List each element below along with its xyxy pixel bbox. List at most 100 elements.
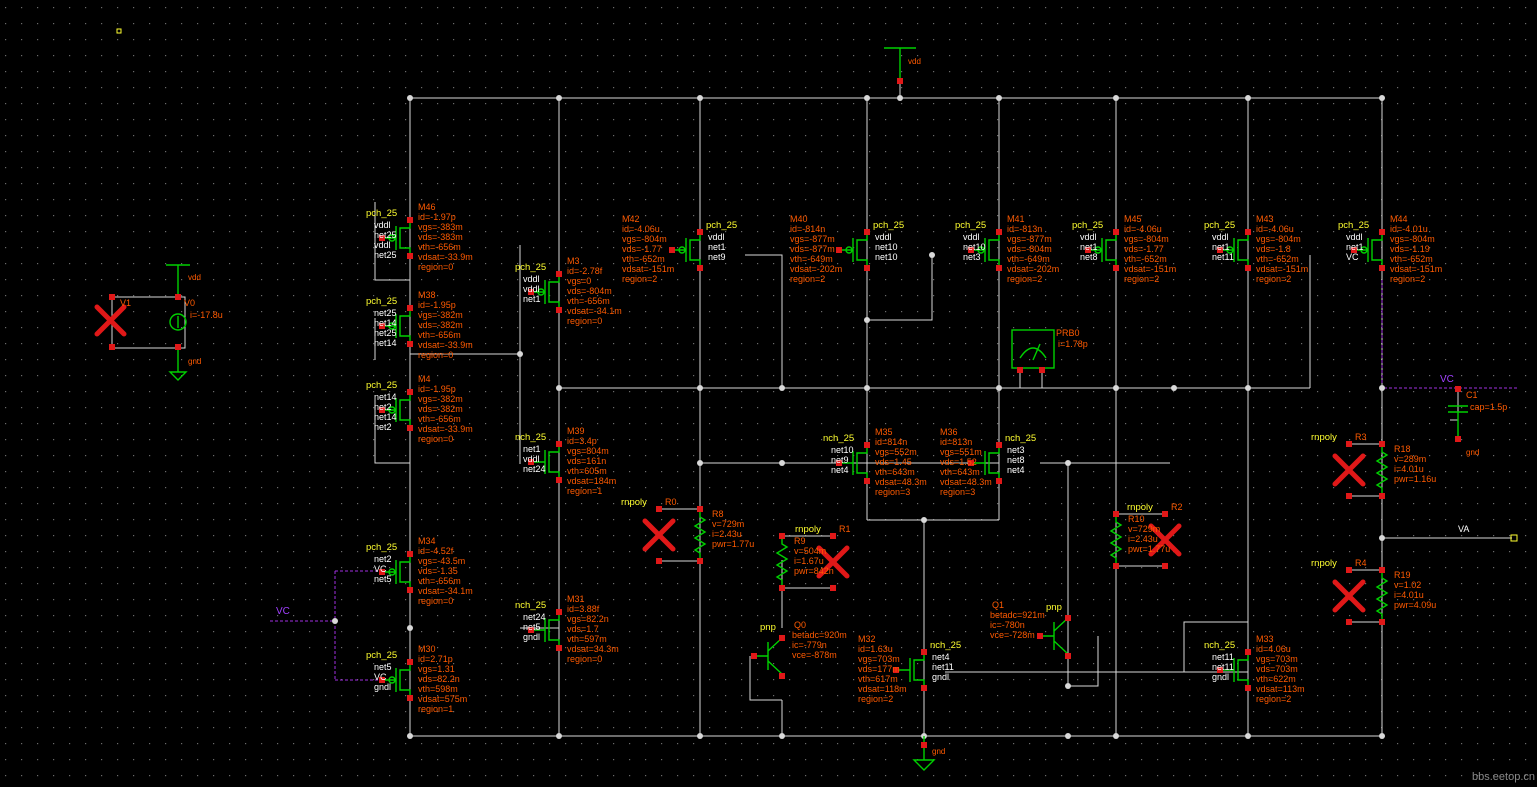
pin-M38-3: net14 — [374, 338, 397, 348]
origin-marker — [116, 28, 122, 34]
pin-M34-2: net5 — [374, 574, 392, 584]
param-M34-5: region=0 — [418, 596, 453, 606]
param-M46-1: vgs=-383m — [418, 222, 463, 232]
param-M41-5: region=2 — [1007, 274, 1042, 284]
pin-M41-0: vddl — [963, 232, 980, 242]
cell-M44: pch_25 — [1338, 220, 1369, 231]
transistor-M36[interactable]: nch_25M36net3net8net4id=813nvgs=551mvds=… — [940, 427, 1036, 497]
capacitor-C1[interactable]: C1 cap=1.5p gnd — [1448, 386, 1507, 457]
transistor-M44[interactable]: pch_25M44vddlnet1VCid=-4.01uvgs=-804mvds… — [1338, 214, 1442, 284]
name-M31: M31 — [567, 594, 585, 604]
param-M32-0: id=1.63u — [858, 644, 893, 654]
cell-R2: rnpoly — [1127, 502, 1153, 513]
transistor-M30[interactable]: pch_25M30net5VCgndlid=2.71pvgs=1.31vds=8… — [366, 644, 467, 714]
param-M4-2: vds=-382m — [418, 404, 463, 414]
pin-M45-2: net8 — [1080, 252, 1098, 262]
cell-M43: pch_25 — [1204, 220, 1235, 231]
transistor-M39[interactable]: nch_25M39net1vddlnet24id=3.4pvgs=804mvds… — [515, 426, 616, 496]
param-M41-1: vgs=-877m — [1007, 234, 1052, 244]
name-M43: M43 — [1256, 214, 1274, 224]
param-Q1-1: ic=-780n — [990, 620, 1025, 630]
param-M32-3: vth=617m — [858, 674, 898, 684]
vdd-symbol[interactable]: vdd — [884, 47, 921, 84]
param-M34-1: vgs=-43.5m — [418, 556, 465, 566]
pin-M35-2: net4 — [831, 465, 849, 475]
pin-M4-3: net2 — [374, 422, 392, 432]
param-R4-0: v=1.02 — [1394, 580, 1421, 590]
transistor-M40[interactable]: pch_25M40vddlnet10net10id=-814nvgs=-877m… — [790, 214, 904, 284]
name-M36: M36 — [940, 427, 958, 437]
param-M36-5: region=3 — [940, 487, 975, 497]
transistor-M46[interactable]: pch_25M46vddlnet25vddlnet25id=-1.97pvgs=… — [366, 202, 473, 272]
param-M38-3: vth=-656m — [418, 330, 461, 340]
param-M35-1: vgs=552m — [875, 447, 917, 457]
pin-M30-1: VC — [374, 672, 387, 682]
transistor-M31[interactable]: nch_25M31net24net5gndlid=3.88fvgs=82.2nv… — [515, 594, 619, 664]
gnd-symbol[interactable]: gnd — [912, 736, 945, 771]
param-R4-2: pwr=4.09u — [1394, 600, 1436, 610]
transistor-M43[interactable]: pch_25M43vddlnet1net11id=-4.06uvgs=-804m… — [1204, 214, 1308, 284]
param-M3-5: region=0 — [567, 316, 602, 326]
param-M40-4: vdsat=-202m — [790, 264, 842, 274]
param-M38-1: vgs=-382m — [418, 310, 463, 320]
pin-M42-2: net9 — [708, 252, 726, 262]
name-M38: M38 — [418, 290, 436, 300]
cell-R4: rnpoly — [1311, 558, 1337, 569]
probe-PRB0[interactable]: PRB0 i=1.78p — [1011, 328, 1088, 373]
param-M32-4: vdsat=118m — [858, 684, 907, 694]
svg-text:gnd: gnd — [932, 747, 945, 756]
va-pin[interactable] — [1510, 534, 1518, 542]
param-M33-2: vds=703m — [1256, 664, 1298, 674]
param-M43-3: vth=-652m — [1256, 254, 1299, 264]
param-M42-5: region=2 — [622, 274, 657, 284]
param-M42-4: vdsat=-151m — [622, 264, 674, 274]
transistor-M4[interactable]: pch_25M4net14net2net14net2id=-1.95pvgs=-… — [366, 374, 473, 444]
transistor-M34[interactable]: pch_25M34net2VCnet5id=-4.52fvgs=-43.5mvd… — [366, 536, 473, 606]
pin-M41-1: net10 — [963, 242, 986, 252]
cell-M34: pch_25 — [366, 542, 397, 553]
cell-M36: nch_25 — [1005, 433, 1036, 444]
pin-M31-0: net24 — [523, 612, 546, 622]
transistor-M38[interactable]: pch_25M38net25net14net25net14id=-1.95pvg… — [366, 290, 473, 360]
pin-M38-1: net14 — [374, 318, 397, 328]
transistor-M33[interactable]: nch_25M33net11net11gndlid=4.06uvgs=703mv… — [1204, 634, 1305, 704]
transistor-M45[interactable]: pch_25M45vddlnet1net8id=-4.06uvgs=-804mv… — [1072, 214, 1176, 284]
pin-M3-1: vddl — [523, 284, 540, 294]
pin-M4-0: net14 — [374, 392, 397, 402]
svg-text:PRB0: PRB0 — [1056, 328, 1080, 338]
param-M43-1: vgs=-804m — [1256, 234, 1301, 244]
name-Q1: Q1 — [992, 600, 1004, 610]
param-M45-5: region=2 — [1124, 274, 1159, 284]
param-M38-5: region=0 — [418, 350, 453, 360]
transistor-M42[interactable]: pch_25M42vddlnet1net9id=-4.06uvgs=-804mv… — [622, 214, 737, 284]
param-M44-2: vds=-1.19 — [1390, 244, 1430, 254]
pin-M33-2: gndl — [1212, 672, 1229, 682]
transistor-M32[interactable]: nch_25M32net4net11gndlid=1.63uvgs=703mvd… — [858, 634, 961, 704]
svg-text:vdd: vdd — [908, 57, 921, 66]
current-source-V1[interactable]: V1 V0 i=-17.8u vdd gnd — [94, 264, 223, 381]
param-M33-0: id=4.06u — [1256, 644, 1291, 654]
transistor-M3[interactable]: pch_25M3vddlvddlnet1id=-2.78fvgs=0vds=-8… — [515, 256, 622, 326]
param-M40-1: vgs=-877m — [790, 234, 835, 244]
devices-layer: pch_25M46vddlnet25vddlnet25id=-1.97pvgs=… — [366, 202, 1442, 714]
transistor-M35[interactable]: nch_25M35net10net9net4id=814nvgs=552mvds… — [823, 427, 927, 497]
param-R0-0: v=729m — [712, 519, 744, 529]
param-M30-4: vdsat=575m — [418, 694, 467, 704]
param-M45-2: vds=-1.77 — [1124, 244, 1164, 254]
transistor-M41[interactable]: pch_25M41vddlnet10net3id=-813nvgs=-877mv… — [955, 214, 1059, 284]
pin-M46-0: vddl — [374, 220, 391, 230]
param-M41-2: vds=-804m — [1007, 244, 1052, 254]
param-M3-2: vds=-804m — [567, 286, 612, 296]
inst-R0: R8 — [712, 509, 724, 519]
param-M45-1: vgs=-804m — [1124, 234, 1169, 244]
pin-M3-2: net1 — [523, 294, 541, 304]
inst-R2: R10 — [1128, 514, 1145, 524]
